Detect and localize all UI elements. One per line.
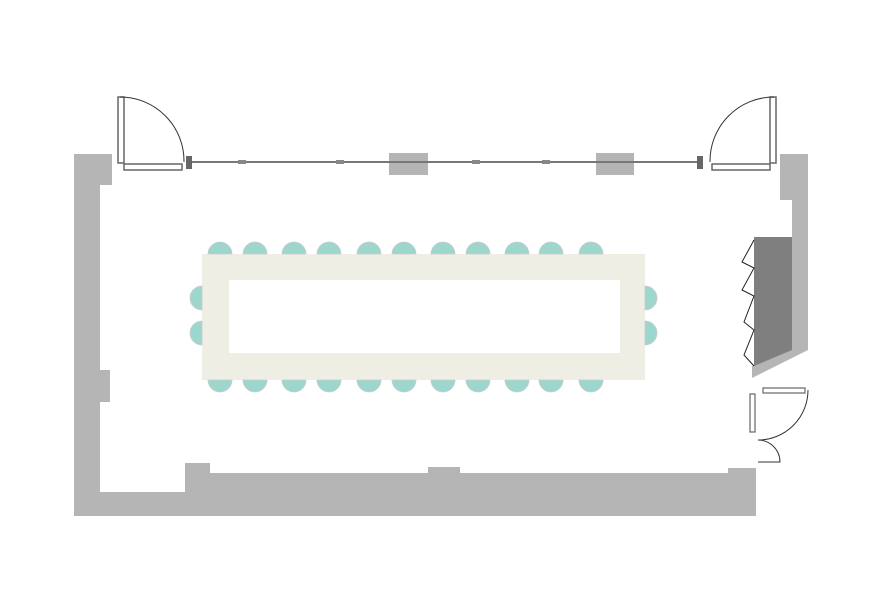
window-line — [186, 156, 703, 169]
chair — [644, 285, 658, 311]
chair — [538, 241, 564, 255]
chair — [242, 241, 268, 255]
main-wall — [74, 154, 756, 516]
chair — [504, 379, 530, 393]
chair — [430, 241, 456, 255]
chair — [189, 320, 203, 346]
chairs — [189, 241, 658, 393]
door-right-side[interactable] — [749, 387, 809, 463]
door-top-left[interactable] — [117, 96, 185, 171]
chair — [316, 379, 342, 393]
right-wall — [752, 154, 808, 378]
chair — [356, 241, 382, 255]
chair — [316, 241, 342, 255]
chair — [578, 379, 604, 393]
conference-table — [202, 254, 645, 380]
walls — [74, 153, 808, 516]
chair — [189, 285, 203, 311]
chair — [207, 241, 233, 255]
chair — [538, 379, 564, 393]
chair — [356, 379, 382, 393]
chair — [242, 379, 268, 393]
chair — [578, 241, 604, 255]
chair — [644, 320, 658, 346]
wall-pillar — [596, 153, 634, 175]
wall-pillar — [389, 153, 428, 175]
chair — [207, 379, 233, 393]
chair — [281, 241, 307, 255]
door-top-right[interactable] — [709, 96, 777, 171]
chair — [430, 379, 456, 393]
cabinet — [754, 237, 792, 366]
chair — [391, 379, 417, 393]
chair — [391, 241, 417, 255]
folding-partition — [741, 239, 755, 367]
chair — [281, 379, 307, 393]
chair — [465, 241, 491, 255]
chair — [504, 241, 530, 255]
chair — [465, 379, 491, 393]
